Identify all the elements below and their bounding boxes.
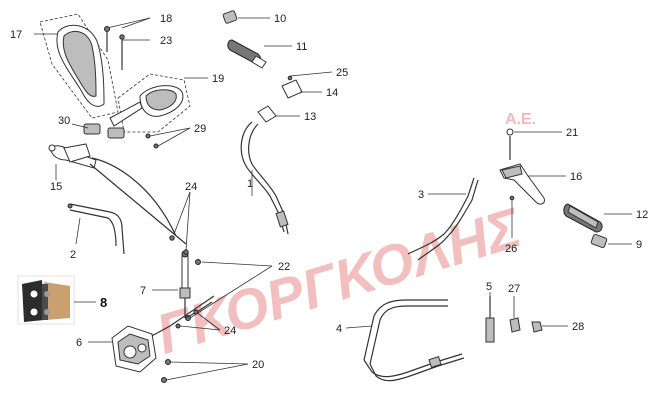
part-26-pin [509, 195, 515, 238]
part-12-grip [563, 203, 632, 233]
brake-hose [89, 163, 187, 245]
callout-3: 3 [418, 189, 424, 201]
part-10-switch [222, 10, 270, 24]
part-2-wire-harness [67, 203, 125, 255]
part-24-lower-washers [175, 309, 221, 331]
part-9-bar-end [590, 233, 632, 249]
part-28-nut [531, 321, 568, 333]
callout-26: 26 [505, 243, 517, 255]
part-3-cable [407, 177, 479, 261]
callout-8: 8 [100, 295, 107, 310]
part-18-23-bolts [104, 17, 151, 70]
callout-11: 11 [296, 41, 307, 53]
callout-2: 2 [70, 249, 76, 261]
part-15-brake-lever [48, 143, 97, 180]
callout-27: 27 [508, 283, 520, 295]
part-16-brake-lever [499, 163, 566, 205]
callout-30: 30 [58, 115, 70, 127]
callout-15: 15 [50, 181, 62, 193]
part-27-clip [509, 296, 521, 333]
part-4-long-cable [345, 299, 465, 382]
callout-5: 5 [486, 281, 492, 293]
callout-4: 4 [336, 323, 342, 335]
part-11-throttle-grip [227, 39, 292, 69]
callout-7: 7 [140, 285, 146, 297]
callout-19: 19 [212, 73, 224, 85]
callout-labels: 1 2 3 4 5 6 7 8 9 10 11 12 13 14 15 16 1… [10, 13, 648, 371]
callout-10: 10 [274, 13, 286, 25]
callout-16: 16 [570, 171, 582, 183]
watermark: ΓΚΟΡΓΚΟΛΗΣ [149, 195, 528, 366]
watermark-brand: ΓΚΟΡΓΚΟΛΗΣ [149, 195, 528, 366]
part-21-nut [506, 128, 562, 160]
callout-24-lower: 24 [224, 325, 236, 337]
callout-29: 29 [194, 123, 206, 135]
part-22-banjo-bolts [185, 259, 273, 321]
part-8-brake-pads [17, 275, 96, 325]
callout-14: 14 [326, 87, 338, 99]
part-6-brake-caliper [88, 325, 157, 373]
part-20-caliper-bolts [161, 359, 249, 383]
callout-6: 6 [76, 337, 82, 349]
callout-25: 25 [336, 67, 348, 79]
callout-28: 28 [572, 321, 584, 333]
part-24-upper-washers [169, 191, 191, 255]
callout-18: 18 [160, 13, 172, 25]
part-29-30-clamps [71, 123, 191, 149]
callout-1: 1 [247, 178, 253, 190]
part-13-throttle-cable [240, 105, 300, 235]
callout-22: 22 [278, 261, 290, 273]
callout-12: 12 [636, 209, 648, 221]
callout-23: 23 [160, 35, 172, 47]
watermark-suffix: Α.Ε. [505, 111, 536, 128]
callout-13: 13 [304, 111, 316, 123]
callout-24-upper: 24 [185, 181, 197, 193]
part-17-mirror-left [34, 13, 119, 119]
part-14-25-housing [281, 71, 333, 99]
callout-21: 21 [566, 127, 578, 139]
callout-9: 9 [636, 239, 642, 251]
part-5-adjuster [485, 292, 495, 343]
callout-20: 20 [252, 359, 264, 371]
callout-17: 17 [10, 29, 22, 41]
